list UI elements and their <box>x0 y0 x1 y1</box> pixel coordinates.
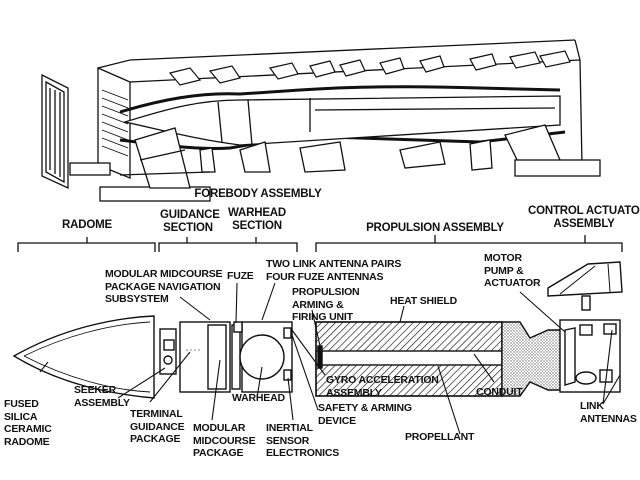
label-modular-midcourse-package: MODULAR MIDCOURSE PACKAGE <box>193 422 256 459</box>
label-fuze: FUZE <box>227 270 254 282</box>
canister-cutaway-edge <box>119 85 561 114</box>
control-fin <box>547 261 623 311</box>
label-warhead: WARHEAD <box>232 392 285 404</box>
section-brackets <box>17 235 623 252</box>
label-link-antenna-pairs: TWO LINK ANTENNA PAIRS FOUR FUZE ANTENNA… <box>266 258 402 283</box>
seeker-part <box>159 328 177 375</box>
label-fused-silica-ceramic-radome: FUSED SILICA CERAMIC RADOME <box>4 398 52 448</box>
bracket-propulsion <box>315 235 623 252</box>
bracket-radome <box>17 237 156 252</box>
label-terminal-guidance-package: TERMINAL GUIDANCE PACKAGE <box>130 408 185 445</box>
label-link-antennas: LINK ANTENNAS <box>580 400 637 425</box>
canister-base-frame <box>69 124 601 202</box>
control-actuator-part <box>559 319 621 393</box>
rocket-motor <box>315 321 569 397</box>
header-warhead-section: WARHEAD SECTION <box>228 207 287 232</box>
header-control-actuator-assembly: CONTROL ACTUATOR ASSEMBLY <box>528 205 640 230</box>
label-inertial-sensor-electronics: INERTIAL SENSOR ELECTRONICS <box>266 422 340 459</box>
exploded-missile <box>12 261 623 399</box>
label-heat-shield: HEAT SHIELD <box>390 295 458 307</box>
leader-lines <box>39 282 621 435</box>
header-radome: RADOME <box>62 219 112 231</box>
header-forebody-assembly: FOREBODY ASSEMBLY <box>194 188 322 200</box>
label-modular-midcourse-navigation: MODULAR MIDCOURSE PACKAGE NAVIGATION SUB… <box>105 268 223 305</box>
label-propulsion-arming-firing-unit: PROPULSION ARMING & FIRING UNIT <box>292 286 360 323</box>
label-gyro-acceleration-assembly: GYRO ACCELERATION ASSEMBLY <box>326 374 439 399</box>
label-conduit: CONDUIT <box>476 386 523 398</box>
canister-body <box>97 39 583 179</box>
label-safety-arming-device: SAFETY & ARMING DEVICE <box>318 402 412 427</box>
label-seeker-assembly: SEEKER ASSEMBLY <box>74 384 130 409</box>
bracket-forebody <box>158 237 298 252</box>
header-guidance-section: GUIDANCE SECTION <box>160 209 220 234</box>
guidance-part <box>179 321 241 393</box>
warhead-part <box>233 321 293 393</box>
launch-canister <box>41 39 601 202</box>
label-propellant: PROPELLANT <box>405 431 475 443</box>
header-propulsion-assembly: PROPULSION ASSEMBLY <box>366 222 504 234</box>
label-motor-pump-actuator: MOTOR PUMP & ACTUATOR <box>484 252 541 289</box>
missile-in-canister <box>122 95 561 146</box>
radome-part <box>12 315 155 399</box>
canister-end-cover <box>41 73 69 190</box>
